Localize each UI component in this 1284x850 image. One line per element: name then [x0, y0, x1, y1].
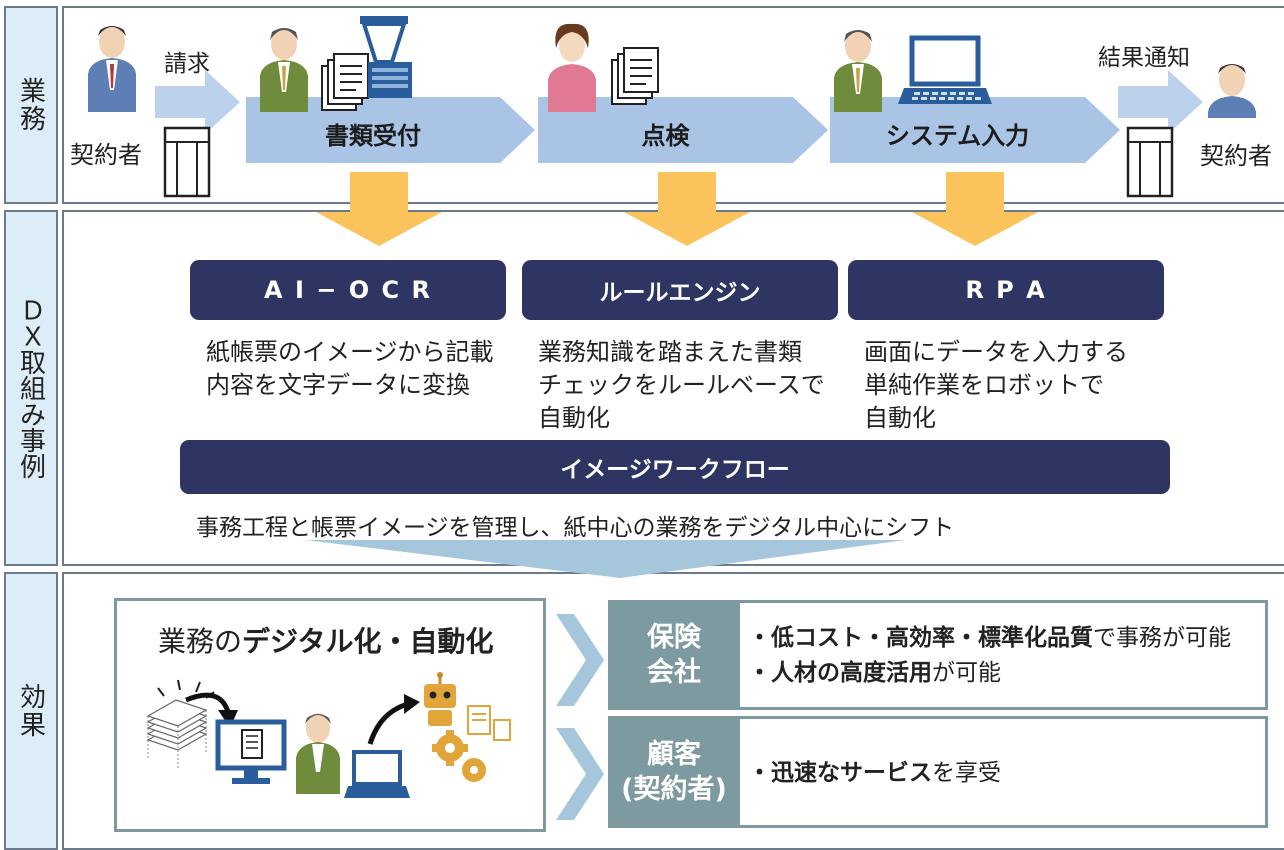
robot-icon	[424, 672, 456, 726]
contractor-right-label: 契約者	[1200, 142, 1272, 170]
staff-person-3-icon	[834, 30, 882, 112]
paper-stack-icon	[146, 679, 215, 770]
documents-stack-1-icon	[321, 53, 369, 111]
curved-arrow-1-icon	[185, 692, 231, 713]
laptop-small-icon	[344, 750, 410, 798]
solution-rpa-description: 画面にデータを入力する 単純作業をロボットで 自動化	[864, 338, 1128, 432]
row-label-dx: ＤＸ取組み事例	[4, 210, 58, 566]
staff-person-1-icon	[260, 28, 308, 112]
digitalization-headline: 業務のデジタル化・自動化	[158, 620, 493, 660]
monitor-icon	[215, 719, 287, 784]
envelope-right-icon	[1126, 126, 1174, 198]
envelope-left-icon	[163, 126, 211, 198]
image-workflow-title: イメージワークフロー	[560, 457, 790, 483]
effect-chevrons	[556, 614, 604, 820]
robot-documents-icon	[467, 705, 511, 741]
step-label-1: 書類受付	[325, 122, 421, 150]
insurer-effects: ・低コスト・高効率・標準化品質で事務が可能 ・人材の高度活用が可能	[748, 621, 1231, 691]
image-workflow-bar: イメージワークフロー	[180, 440, 1170, 494]
customer-effects: ・迅速なサービスを享受	[748, 756, 1001, 791]
staff-person-2-icon	[548, 23, 596, 112]
worker-person-icon	[296, 713, 340, 794]
documents-stack-2-icon	[611, 47, 659, 105]
image-workflow-description: 事務工程と帳票イメージを管理し、紙中心の業務をデジタル中心にシフト	[196, 515, 955, 541]
chevron-step-3	[830, 97, 1120, 163]
row-label-dx-text: ＤＸ取組み事例	[15, 297, 46, 479]
step-label-2: 点検	[641, 122, 690, 150]
headline-prefix: 業務の	[158, 625, 243, 658]
row-label-business: 業務	[4, 6, 58, 204]
row-label-business-text: 業務	[15, 77, 46, 133]
down-arrow-2	[624, 172, 750, 246]
contractor-right-person-icon	[1208, 64, 1256, 118]
solution-rpa-title: R P A	[965, 276, 1047, 304]
insurer-effect-line-1: ・低コスト・高効率・標準化品質で事務が可能	[748, 621, 1231, 656]
row-label-effect-text: 効果	[15, 683, 46, 739]
digitalization-illustration	[146, 672, 511, 798]
funnel-arrow	[305, 540, 906, 578]
insurer-line1-bold: ・低コスト・高効率・標準化品質	[748, 625, 1093, 651]
effect-chevron-1	[556, 614, 604, 706]
laptop-icon	[898, 35, 992, 104]
gears-icon	[432, 730, 486, 782]
contractor-left-person-icon	[88, 26, 136, 112]
effect-chevron-2	[556, 728, 604, 820]
down-arrow-3	[912, 172, 1038, 246]
chevron-step-2	[538, 97, 828, 163]
solution-rpa: R P A	[848, 260, 1164, 320]
insurer-line2-bold: ・人材の高度活用	[748, 660, 932, 686]
scanner-icon	[360, 16, 412, 98]
solution-rule-engine: ルールエンジン	[522, 260, 838, 320]
customer-line-bold: ・迅速なサービス	[748, 760, 932, 786]
result-label: 結果通知	[1098, 45, 1190, 71]
insurer-line1-rest: で事務が可能	[1093, 625, 1231, 651]
insurer-label: 保険 会社	[608, 600, 740, 710]
step-label-3: システム入力	[885, 122, 1030, 150]
insurer-effect-line-2: ・人材の高度活用が可能	[748, 656, 1231, 691]
solution-rule-engine-description: 業務知識を踏まえた書類 チェックをルールベースで 自動化	[538, 338, 825, 432]
solution-ai-ocr-title: A I − O C R	[264, 276, 432, 304]
down-arrow-1	[316, 172, 442, 246]
contractor-left-label: 契約者	[70, 141, 142, 169]
dx-arrows-graphic	[305, 172, 1038, 578]
result-arrow	[1118, 70, 1203, 134]
headline-bold: デジタル化・自動化	[242, 625, 494, 658]
curved-arrow-2-icon	[367, 701, 409, 745]
chevron-step-1	[246, 97, 535, 163]
solution-ai-ocr: A I − O C R	[190, 260, 506, 320]
row-label-effect: 効果	[4, 572, 58, 850]
request-label: 請求	[164, 51, 210, 77]
business-flow-graphic	[88, 16, 1256, 198]
solution-ai-ocr-description: 紙帳票のイメージから記載 内容を文字データに変換	[206, 338, 494, 399]
solution-rule-engine-title: ルールエンジン	[599, 280, 761, 306]
customer-label: 顧客 (契約者)	[608, 716, 740, 828]
insurer-line2-rest: が可能	[932, 660, 1001, 686]
request-arrow	[155, 70, 240, 134]
customer-line-rest: を享受	[932, 760, 1001, 786]
customer-effect-line: ・迅速なサービスを享受	[748, 756, 1001, 791]
